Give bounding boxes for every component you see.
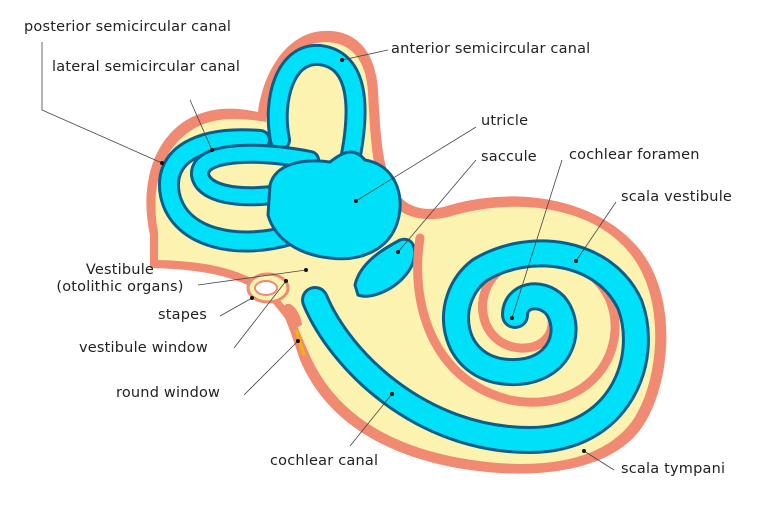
cochlear-duct-fill <box>304 242 647 452</box>
label-lateral-semicircular-canal: lateral semicircular canal <box>52 59 241 75</box>
label-scala-vestibule: scala vestibule <box>621 189 733 205</box>
vestibule-window <box>284 303 302 330</box>
pointer-dots <box>160 58 586 453</box>
stapes <box>246 272 290 304</box>
label-vestibule-line1: Vestibule <box>85 262 155 278</box>
label-scala-tympani: scala tympani <box>621 461 726 477</box>
semicircular-canals <box>157 43 367 253</box>
label-cochlear-canal: cochlear canal <box>270 453 379 469</box>
utricle-body <box>266 150 402 261</box>
leader-lines <box>41 42 617 471</box>
round-window <box>294 329 306 356</box>
lateral-canal-fill <box>193 146 317 204</box>
posterior-canal-fill <box>160 131 298 250</box>
label-posterior-semicircular-canal: posterior semicircular canal <box>24 19 232 35</box>
saccule-body <box>353 237 417 298</box>
label-vestibule-window: vestibule window <box>79 340 208 356</box>
label-vestibule-line2: (otolithic organs) <box>56 279 184 295</box>
label-vestibule: Vestibule (otolithic organs) <box>44 262 196 296</box>
cochlea <box>301 233 650 455</box>
label-saccule: saccule <box>481 149 537 165</box>
label-round-window: round window <box>116 385 221 401</box>
label-anterior-semicircular-canal: anterior semicircular canal <box>391 41 591 57</box>
label-stapes: stapes <box>158 307 208 323</box>
label-utricle: utricle <box>481 113 529 129</box>
anterior-canal-fill <box>269 46 364 168</box>
label-cochlear-foramen: cochlear foramen <box>569 147 700 163</box>
